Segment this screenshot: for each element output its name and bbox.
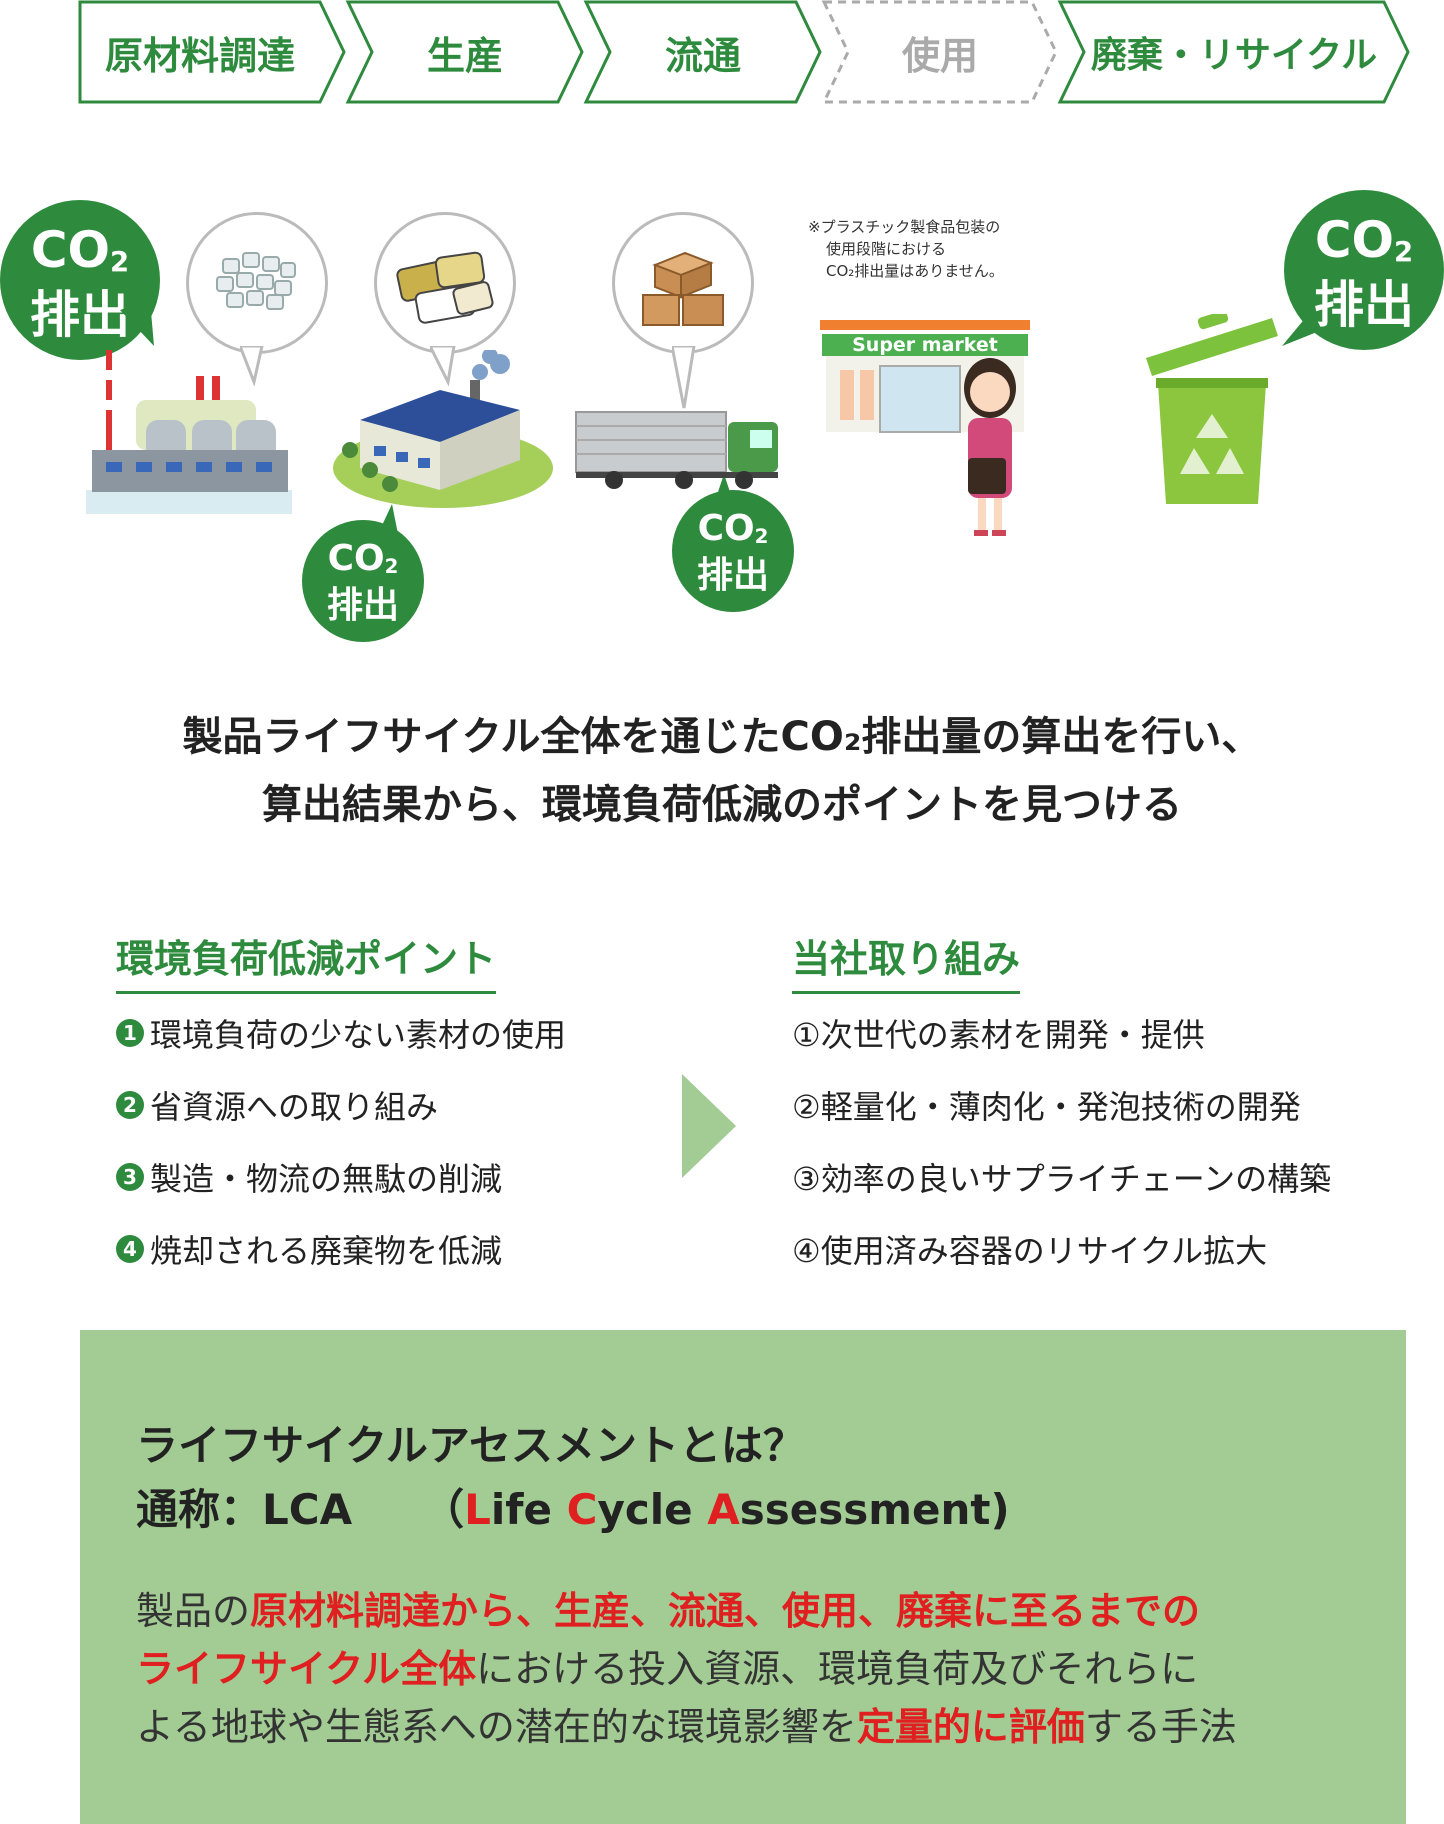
points-title: 環境負荷低減ポイント — [116, 928, 497, 994]
factory-icon — [333, 350, 553, 508]
shopper-woman-icon — [964, 358, 1016, 536]
effort-item: ④使用済み容器のリサイクル拡大 — [792, 1232, 1268, 1270]
co2-badge-raw-materials: CO2 排出 — [0, 200, 160, 360]
right-arrow-icon — [682, 1074, 736, 1178]
co2-badge-production: CO2 排出 — [302, 520, 424, 642]
efforts-title: 当社取り組み — [792, 928, 1021, 994]
lifecycle-arrows — [78, 0, 1410, 104]
usage-note: ※プラスチック製食品包装の 使用段階における CO₂排出量はありません。 — [808, 218, 1004, 280]
lca-title: ライフサイクルアセスメントとは？ — [136, 1421, 806, 1470]
lca-desc-line3: よる地球や生態系への潜在的な環境影響を定量的に評価する手法 — [136, 1705, 1237, 1749]
lca-desc-line1: 製品の原材料調達から、生産、流通、使用、廃棄に至るまでの — [136, 1589, 1201, 1633]
chemical-plant-icon — [86, 350, 292, 514]
step-distribution: 流通 — [664, 33, 741, 78]
truck-icon — [575, 411, 778, 489]
headline-line1: 製品ライフサイクル全体を通じたCO₂排出量の算出を行い、 — [182, 714, 1262, 760]
headline-line2: 算出結果から、環境負荷低減のポイントを見つける — [262, 782, 1182, 828]
lca-panel — [80, 1330, 1406, 1824]
raw-pellets-bubble — [186, 212, 328, 354]
step-use: 使用 — [901, 33, 978, 78]
lca-alias: 通称：LCA（Life Cycle Assessment) — [136, 1485, 1010, 1534]
recycle-bin-icon — [1146, 314, 1278, 504]
effort-item: ③効率の良いサプライチェーンの構築 — [792, 1160, 1332, 1198]
effort-item: ②軽量化・薄肉化・発泡技術の開発 — [792, 1088, 1301, 1126]
food-trays-icon — [396, 251, 494, 324]
supermarket-sign: Super market — [852, 334, 998, 356]
pellets-icon — [216, 252, 296, 310]
co2-badge-distribution: CO2 排出 — [672, 490, 794, 612]
food-trays-bubble — [374, 212, 516, 354]
boxes-bubble — [612, 212, 754, 354]
co2-badge-disposal: CO2 排出 — [1284, 190, 1444, 350]
effort-item: ①次世代の素材を開発・提供 — [792, 1016, 1205, 1054]
lca-desc-line2: ライフサイクル全体における投入資源、環境負荷及びそれらに — [136, 1647, 1199, 1691]
step-raw-materials: 原材料調達 — [104, 33, 295, 78]
cardboard-boxes-icon — [642, 251, 724, 326]
step-disposal-recycle: 廃棄・リサイクル — [1090, 35, 1378, 76]
step-production: 生産 — [426, 33, 503, 78]
